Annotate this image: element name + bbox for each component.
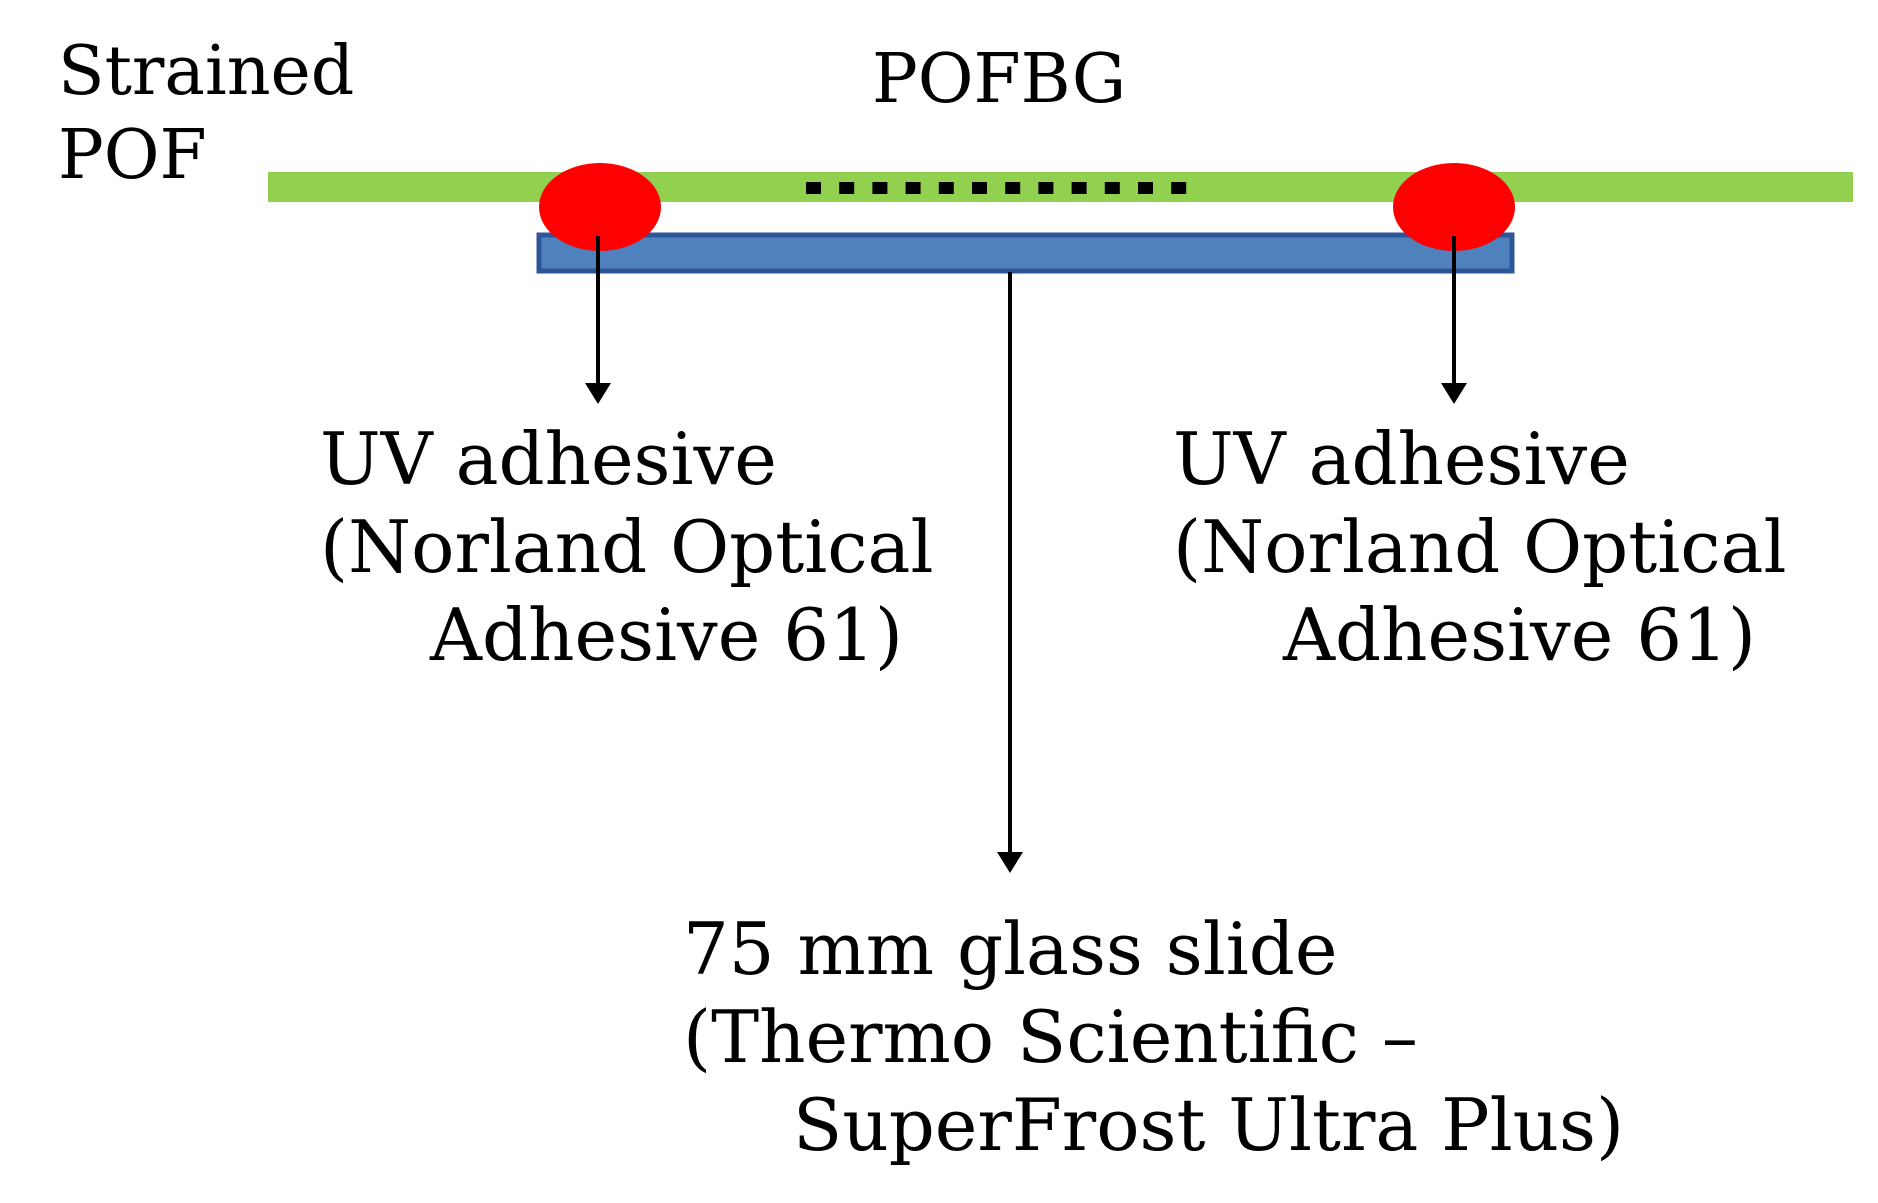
uv-adhesive-right-line-1: UV adhesive [1173,417,1630,501]
arrowhead-adhesive-left [585,383,611,404]
grating-dash [1171,182,1187,194]
uv-adhesive-left-line-2: (Norland Optical [320,505,934,589]
uv-adhesive-right-label: UV adhesive (Norland Optical Adhesive 61… [1173,415,1787,679]
glass-slide-line-2: (Thermo Scientific – [683,995,1418,1079]
glass-slide-label: 75 mm glass slide (Thermo Scientific – S… [683,905,1624,1169]
strained-pof-label: Strained POF [58,30,354,198]
grating-dash [1005,182,1021,194]
pofbg-text: POFBG [872,40,1127,119]
uv-adhesive-left-label: UV adhesive (Norland Optical Adhesive 61… [320,415,934,679]
grating-dash [1138,182,1153,194]
strained-pof-line-2: POF [58,116,207,195]
grating-dash [839,182,855,194]
arrowhead-adhesive-right [1441,383,1467,404]
arrowhead-glass-slide [997,852,1023,873]
grating-dash [1104,182,1120,194]
glass-slide-line-1: 75 mm glass slide [683,907,1338,991]
strained-pof-line-1: Strained [58,32,355,111]
grating-dash [806,182,821,194]
uv-adhesive-left-line-3: Adhesive 61) [430,593,903,677]
grating-dash [905,182,921,194]
adhesive-drop-right [1393,163,1515,251]
bragg-grating [806,182,1187,194]
grating-dash [972,182,987,194]
glass-slide-line-3: SuperFrost Ultra Plus) [793,1083,1625,1167]
grating-dash [1038,182,1054,194]
pofbg-label: POFBG [872,36,1126,124]
uv-adhesive-right-line-2: (Norland Optical [1173,505,1787,589]
glass-slide [536,232,1515,274]
grating-dash [1071,182,1087,194]
strained-fiber [268,172,1853,202]
grating-dash [872,182,888,194]
uv-adhesive-left-line-1: UV adhesive [320,417,777,501]
adhesive-drop-left [539,163,661,251]
uv-adhesive-right-line-3: Adhesive 61) [1283,593,1756,677]
grating-dash [938,182,954,194]
